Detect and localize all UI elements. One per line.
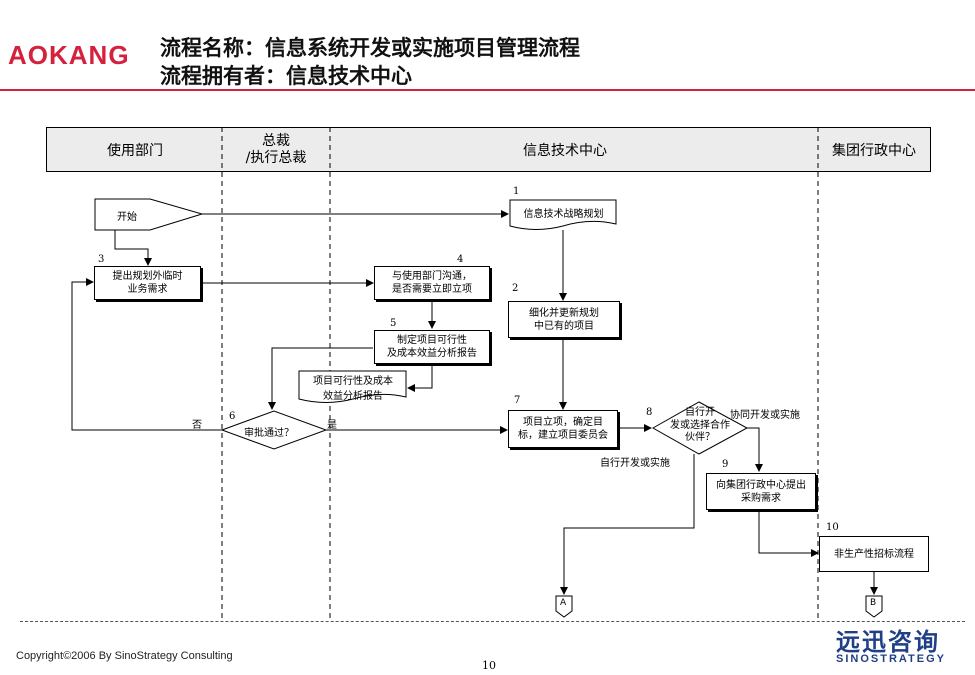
step-9-box: 向集团行政中心提出 采购需求 [706, 473, 816, 510]
feasibility-report-doc-shape [298, 370, 407, 403]
step-6-number: 6 [229, 411, 236, 422]
edge-s8-to-s9 [747, 427, 763, 472]
consulting-logo-en: SINOSTRATEGY [836, 653, 946, 665]
header-divider [0, 89, 975, 91]
step-7-number: 7 [514, 395, 521, 406]
process-owner-title: 流程拥有者：信息技术中心 [160, 64, 412, 88]
connector-a-shape [555, 595, 573, 618]
page-number: 10 [482, 659, 496, 672]
connector-b-shape [865, 595, 883, 618]
edge-label-no: 否 [192, 420, 202, 431]
start-label: 开始 [117, 212, 137, 223]
edge-s5-to-report [407, 354, 491, 392]
process-name-title: 流程名称：信息系统开发或实施项目管理流程 [160, 36, 580, 60]
footer-dashed-line [20, 621, 965, 622]
edge-s5-to-s6 [268, 347, 373, 410]
strategy-plan-doc-shape [509, 199, 617, 230]
step-4-box: 与使用部门沟通， 是否需要立即立项 [374, 266, 490, 300]
step-10-box: 非生产性招标流程 [819, 536, 929, 572]
company-logo: AOKANG [8, 40, 130, 70]
edge-s8-to-a [560, 454, 695, 595]
lane-label-group-admin: 集团行政中心 [832, 143, 916, 159]
consulting-logo-cn: 远迅咨询 [836, 628, 940, 656]
step-6-label: 审批通过？ [244, 428, 294, 439]
step-5-number: 5 [390, 318, 397, 329]
step-1-number: 1 [513, 186, 520, 197]
step-2-number: 2 [512, 283, 519, 294]
edge-s6-no-to-s3 [71, 278, 222, 431]
step-8-label: 自行开 发或选择合作 伙伴？ [670, 407, 730, 443]
step-3-box: 提出规划外临时 业务需求 [94, 266, 201, 300]
step-1-label: 信息技术战略规划 [523, 209, 604, 220]
edge-s9-to-s10 [758, 511, 819, 557]
edge-start-to-s3 [114, 230, 152, 266]
step-5-box: 制定项目可行性 及成本效益分析报告 [374, 330, 490, 364]
step-10-number: 10 [826, 522, 839, 533]
step-9-number: 9 [722, 459, 729, 470]
lane-label-president: 总裁 /执行总裁 [245, 133, 307, 166]
connector-b-label: B [870, 598, 877, 608]
lane-label-it-center: 信息技术中心 [523, 143, 607, 159]
step-2-box: 细化并更新规划 中已有的项目 [508, 301, 620, 338]
lane-label-user-dept: 使用部门 [107, 143, 163, 159]
step-3-number: 3 [98, 254, 105, 265]
connector-a-label: A [560, 598, 567, 608]
step-4-number: 4 [457, 254, 464, 265]
copyright-text: Copyright©2006 By SinoStrategy Consultin… [16, 650, 233, 662]
edge-label-self-dev: 自行开发或实施 [600, 458, 670, 469]
edge-label-partner-dev: 协同开发或实施 [730, 410, 800, 421]
step-7-box: 项目立项，确定目 标，建立项目委员会 [508, 410, 618, 448]
edge-label-yes: 是 [327, 420, 337, 431]
start-shape [94, 198, 204, 231]
swimlane-header-bar [46, 127, 931, 172]
step-8-number: 8 [646, 407, 653, 418]
feasibility-report-label: 项目可行性及成本 效益分析报告 [313, 376, 393, 402]
